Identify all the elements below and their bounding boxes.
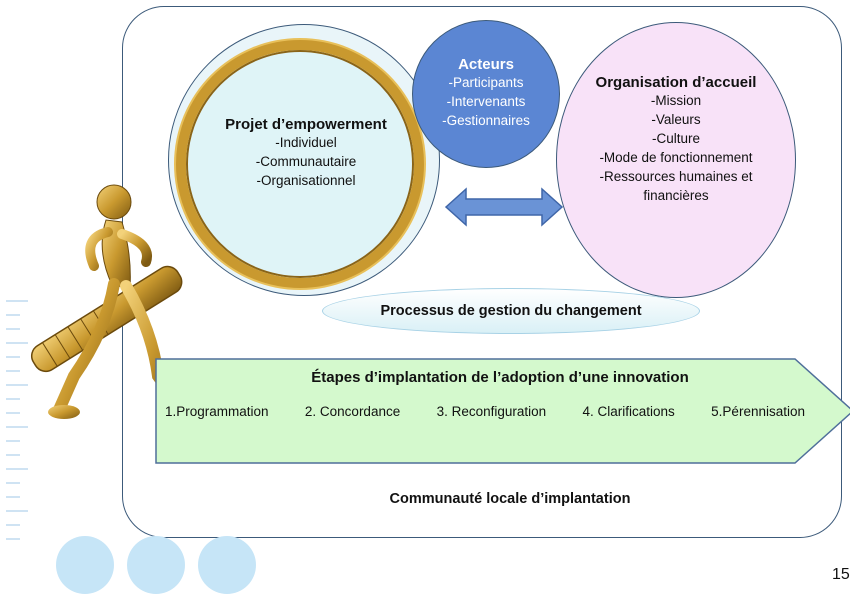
projet-text: Projet d’empowerment -Individuel -Commun… [196,116,416,190]
etape-step: 2. Concordance [304,404,401,419]
decorative-dot [198,536,256,594]
organisation-item: financières [643,188,709,203]
etape-step: 1.Programmation [165,404,269,419]
projet-item: -Communautaire [255,154,357,169]
etapes-arrow-shape [155,358,850,464]
etapes-title: Étapes d’implantation de l’adoption d’un… [311,369,689,386]
double-arrow-icon [444,187,564,227]
decorative-dot [127,536,185,594]
etape-step: 5.Pérennisation [711,404,805,419]
projet-title: Projet d’empowerment [225,116,387,133]
acteurs-text: Acteurs -Participants -Intervenants -Ges… [420,56,552,130]
projet-item: -Organisationnel [256,173,356,188]
acteurs-item: -Gestionnaires [442,113,530,128]
organisation-item: -Mission [650,93,702,108]
processus-label: Processus de gestion du changement [380,303,642,319]
acteurs-circle [412,20,560,168]
communaute-label: Communauté locale d’implantation [389,491,631,507]
decorative-dot [56,536,114,594]
organisation-circle [556,22,796,298]
etapes-steps: 1.Programmation 2. Concordance 3. Reconf… [165,404,805,419]
etape-step: 4. Clarifications [582,404,675,419]
organisation-item: -Mode de fonctionnement [599,150,753,165]
processus-ellipse: Processus de gestion du changement [322,288,700,334]
organisation-item: -Ressources humaines et [599,169,753,184]
organisation-item: -Culture [651,131,700,146]
acteurs-item: -Intervenants [446,94,526,109]
page-number: 15 [832,566,850,583]
organisation-title: Organisation d’accueil [595,74,757,91]
projet-magnifier-lens [176,40,424,288]
acteurs-title: Acteurs [458,56,514,73]
acteurs-item: -Participants [448,75,524,90]
organisation-item: -Valeurs [651,112,701,127]
organisation-text: Organisation d’accueil -Mission -Valeurs… [566,74,786,205]
etape-step: 3. Reconfiguration [436,404,547,419]
projet-item: -Individuel [275,135,337,150]
ruler-decoration [6,300,36,590]
